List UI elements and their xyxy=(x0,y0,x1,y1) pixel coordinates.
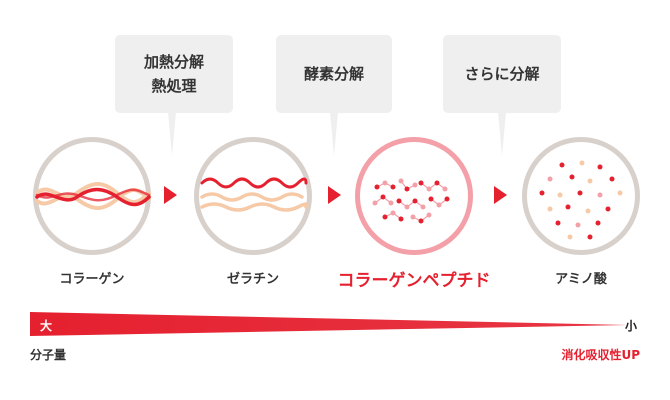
stage-label-collagen: コラーゲン xyxy=(59,272,125,287)
bubble-text: 酵素分解 xyxy=(303,65,364,83)
bubble-text: 加熱分解 熱処理 xyxy=(143,53,204,95)
bubble-further-decomposition: さらに分解 xyxy=(443,35,561,113)
scale-left-mark: 大 xyxy=(40,319,53,333)
gelatin-circle xyxy=(194,137,312,255)
bubble-tail xyxy=(330,112,338,156)
bubble-heat-decomposition: 加熱分解 熱処理 xyxy=(115,35,233,113)
arrow-right-icon xyxy=(328,186,341,204)
bubble-tail xyxy=(498,112,506,156)
scale-right-caption: 消化吸収性UP xyxy=(561,348,640,362)
scale-left-caption: 分子量 xyxy=(30,348,67,362)
bubble-text: さらに分解 xyxy=(464,65,540,83)
arrow-right-icon xyxy=(164,186,177,204)
scale-right-mark: 小 xyxy=(625,319,638,333)
bubble-enzyme-decomposition: 酵素分解 xyxy=(276,35,392,113)
stage-label-gelatin: ゼラチン xyxy=(226,272,279,287)
arrow-right-icon xyxy=(494,186,507,204)
amino-acid-dots-icon xyxy=(539,160,623,240)
collagen-helix-icon xyxy=(35,182,151,210)
molecular-weight-scale xyxy=(30,312,628,336)
stage-label-amino-acid: アミノ酸 xyxy=(555,272,607,287)
collagen-circle xyxy=(33,137,151,255)
collagen-peptide-circle xyxy=(355,137,473,255)
stage-label-collagen-peptide: コラーゲンペプチド xyxy=(337,271,491,291)
amino-acid-circle xyxy=(522,137,640,255)
gelatin-strands-icon xyxy=(200,177,309,212)
peptide-fragments-icon xyxy=(372,178,450,224)
bubble-tail xyxy=(168,112,176,156)
